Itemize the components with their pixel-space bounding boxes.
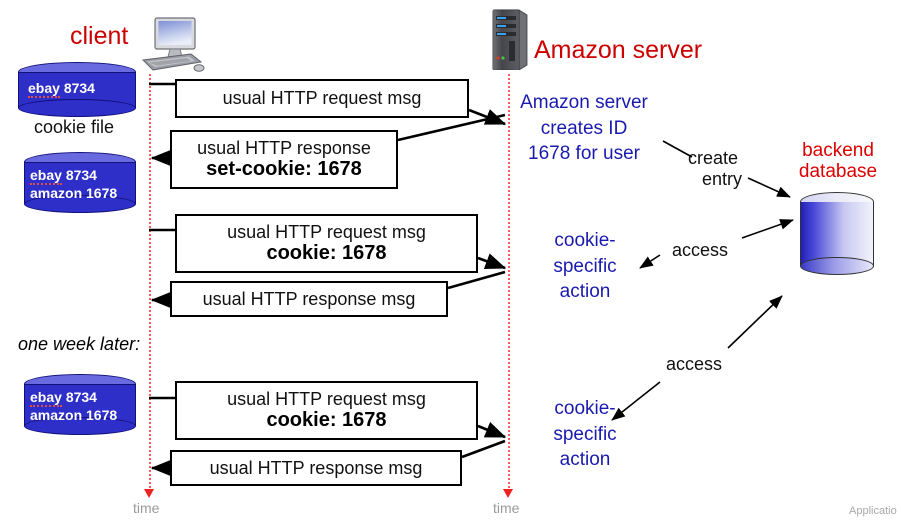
time-label-server: time	[493, 500, 520, 516]
cookie-site: amazon	[30, 407, 83, 424]
note-line: cookie-	[554, 398, 616, 419]
msg-line-2: set-cookie: 1678	[206, 158, 362, 181]
cookie-entries: ebay 8734 amazon 1678	[24, 388, 136, 424]
cookie-specific-action-1: cookie- specific action	[530, 228, 640, 305]
note-line: action	[559, 281, 611, 303]
client-timeline	[149, 74, 151, 492]
client-timeline-arrow	[144, 489, 154, 498]
cookie-entry: amazon 1678	[30, 184, 136, 202]
cookie-file-after-set: ebay 8734 amazon 1678	[24, 152, 136, 214]
cookie-site: amazon	[30, 185, 83, 202]
http-response-2: usual HTTP response msg	[170, 281, 448, 317]
label-line: access	[666, 354, 723, 374]
cookie-entry: ebay 8734	[28, 79, 136, 98]
access-label-2: access	[666, 354, 722, 375]
server-timeline	[508, 74, 510, 492]
footer-text: Applicatio	[849, 505, 897, 517]
cookie-site: ebay	[28, 80, 60, 98]
msg-line-1: usual HTTP request msg	[227, 222, 426, 243]
http-response-3: usual HTTP response msg	[170, 450, 462, 486]
cookie-id: 8734	[65, 389, 97, 405]
cookie-file-week-later: ebay 8734 amazon 1678	[24, 374, 136, 436]
access-label-1: access	[672, 240, 728, 261]
one-week-later-label: one week later:	[18, 334, 141, 354]
db-label-line: database	[798, 161, 878, 183]
label-line: entry	[701, 169, 743, 190]
cylinder-bottom	[24, 417, 136, 435]
msg-line-1: usual HTTP response msg	[202, 288, 416, 309]
cylinder-bottom	[18, 99, 136, 117]
time-label-client: time	[133, 500, 160, 516]
page-title-client: client	[70, 22, 129, 50]
cookie-entry: amazon 1678	[30, 406, 136, 424]
note-line: specific	[553, 423, 617, 445]
backend-database-icon	[800, 192, 874, 278]
cookie-entries: ebay 8734 amazon 1678	[24, 166, 136, 202]
cookie-id: 1678	[86, 185, 118, 202]
label-line: create	[687, 148, 739, 168]
cookie-specific-action-2: cookie- specific action	[530, 396, 640, 473]
label-line: access	[672, 240, 729, 260]
cylinder-bottom	[24, 195, 136, 213]
http-request-cookie-2: usual HTTP request msg cookie: 1678	[175, 381, 478, 440]
server-creates-id-note: Amazon server creates ID 1678 for user	[508, 90, 660, 167]
note-line: specific	[553, 255, 617, 277]
cookie-entry: ebay 8734	[30, 166, 136, 185]
msg-line-1: usual HTTP response	[197, 138, 371, 159]
cookie-id: 1678	[86, 407, 118, 424]
create-entry-label: create entry	[668, 148, 758, 190]
cookie-entry: ebay 8734	[30, 388, 136, 407]
cookie-id: 8734	[63, 80, 95, 96]
client-computer-icon	[135, 16, 207, 78]
msg-line-2: cookie: 1678	[266, 242, 387, 265]
http-request-1: usual HTTP request msg	[175, 79, 469, 118]
http-request-cookie-1: usual HTTP request msg cookie: 1678	[175, 214, 478, 273]
db-label-line: backend	[802, 140, 874, 161]
msg-line-2: cookie: 1678	[266, 409, 387, 432]
cookie-entries: ebay 8734	[18, 79, 136, 98]
server-timeline-arrow	[503, 489, 513, 498]
backend-database-label: backend database	[778, 140, 898, 183]
note-line: Amazon server	[520, 92, 648, 113]
http-response-set-cookie: usual HTTP response set-cookie: 1678	[170, 130, 398, 189]
note-line: cookie-	[554, 230, 616, 251]
cookie-id: 8734	[65, 167, 97, 183]
db-cylinder-bottom	[800, 257, 874, 275]
msg-line-1: usual HTTP request msg	[222, 88, 422, 109]
page-title-server: Amazon server	[534, 36, 703, 64]
note-line: 1678 for user	[528, 143, 640, 165]
server-tower-icon	[489, 8, 533, 71]
note-line: creates ID	[540, 117, 628, 139]
cookie-site: ebay	[30, 167, 62, 185]
cookie-file-label: cookie file	[34, 117, 115, 137]
note-line: action	[559, 449, 611, 471]
cookie-site: ebay	[30, 389, 62, 407]
cookie-file-initial: ebay 8734	[18, 62, 136, 118]
db-cylinder-body	[800, 202, 874, 266]
msg-line-1: usual HTTP request msg	[227, 389, 426, 410]
msg-line-1: usual HTTP response msg	[209, 457, 423, 478]
